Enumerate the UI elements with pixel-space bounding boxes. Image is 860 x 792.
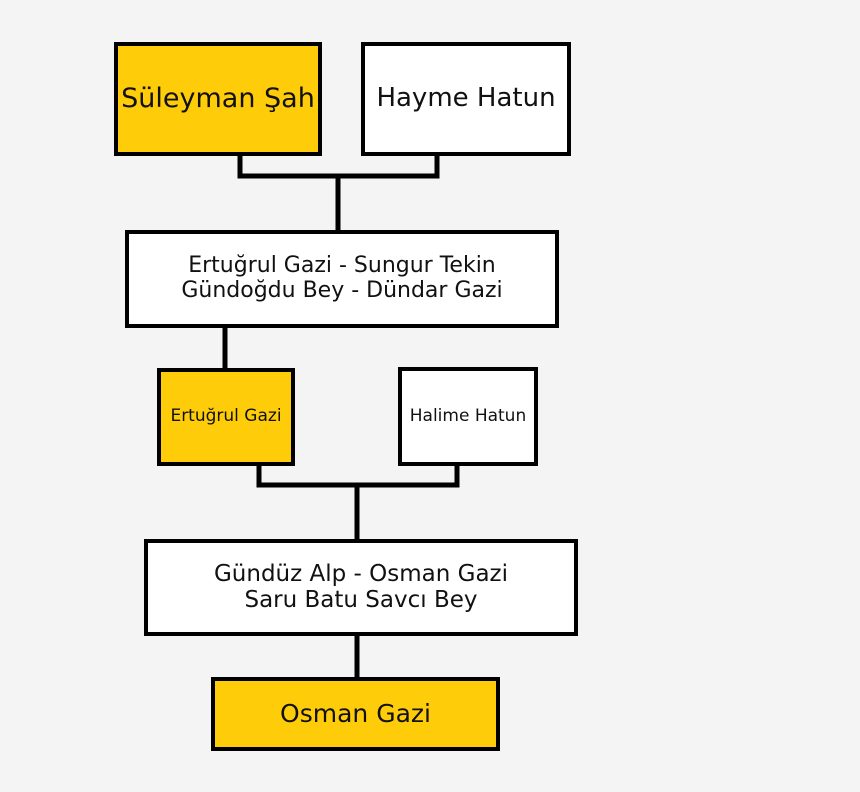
node-halime-hatun: Halime Hatun — [398, 367, 538, 466]
node-label-line1: Ertuğrul Gazi - Sungur Tekin — [188, 253, 496, 279]
node-label: Süleyman Şah — [121, 82, 315, 114]
node-label: Hayme Hatun — [376, 83, 556, 114]
node-osman-gazi: Osman Gazi — [211, 677, 500, 751]
node-label-line2: Gündoğdu Bey - Dündar Gazi — [181, 278, 503, 303]
connector-suleyman-hayme — [237, 154, 440, 179]
node-suleyman-sah: Süleyman Şah — [114, 42, 322, 156]
node-label: Ertuğrul Gazi — [170, 406, 282, 427]
node-label-line1: Gündüz Alp - Osman Gazi — [213, 560, 509, 587]
connector-ertugrul-halime — [256, 464, 460, 488]
node-sons-of-ertugrul: Gündüz Alp - Osman Gazi Saru Batu Savcı … — [144, 539, 578, 636]
node-label: Osman Gazi — [280, 699, 431, 728]
node-hayme-hatun: Hayme Hatun — [361, 42, 571, 156]
node-ertugrul-gazi: Ertuğrul Gazi — [157, 368, 295, 466]
node-label-line2: Saru Batu Savcı Bey — [244, 586, 478, 613]
node-sons-of-suleyman: Ertuğrul Gazi - Sungur Tekin Gündoğdu Be… — [125, 230, 559, 328]
node-label: Halime Hatun — [409, 405, 527, 426]
